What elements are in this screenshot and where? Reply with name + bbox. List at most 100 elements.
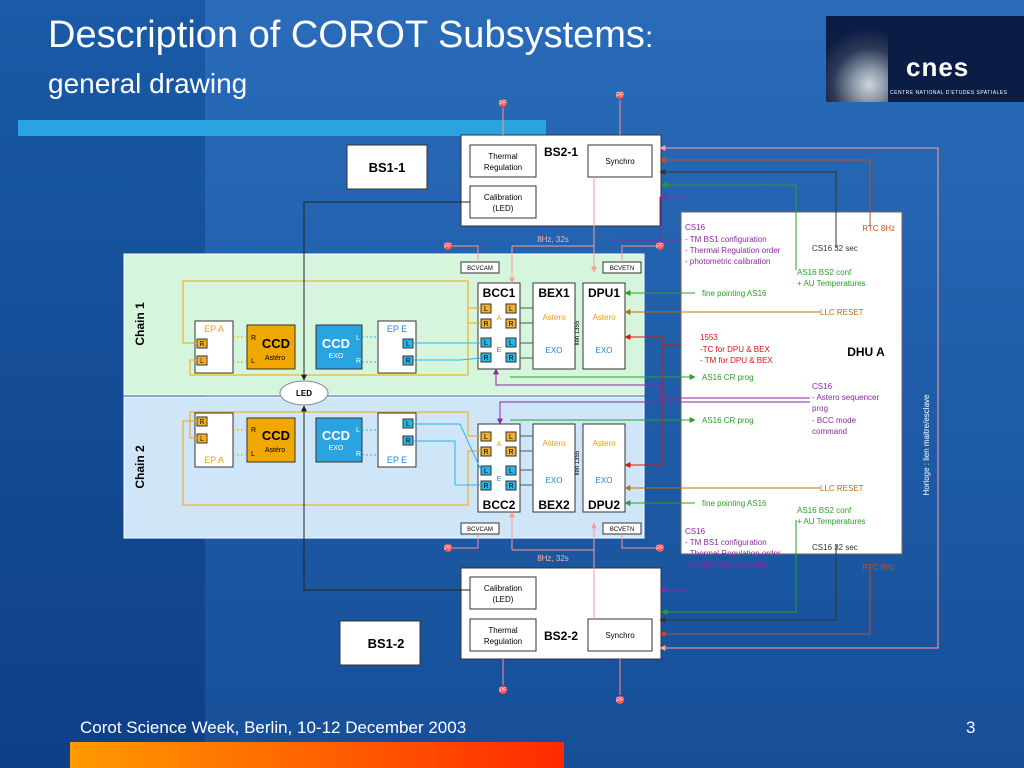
ccd-exo-1-label: CCD [322, 336, 350, 351]
ccd-astero-2-r: R [251, 427, 256, 434]
cnes-tagline: CENTRE NATIONAL D'ETUDES SPATIALES [890, 90, 1008, 96]
bex2-exo: EXO [546, 476, 563, 485]
slide-subtitle: general drawing [48, 68, 248, 99]
ccd-exo-2-r: R [356, 451, 361, 458]
bcc-mode-2 [497, 401, 810, 425]
pf-markers: PF PF PF PF PF PF PF PF [444, 91, 664, 704]
calibration-1-box [469, 185, 537, 219]
svg-text:+ AU Temperatures: + AU Temperatures [797, 517, 866, 526]
svg-text:PF: PF [656, 244, 664, 250]
bs1-2-label: BS1-2 [368, 636, 405, 651]
svg-text:- Astero sequencer: - Astero sequencer [812, 393, 879, 402]
chain2-label: Chain 2 [133, 445, 147, 489]
synchro-1-box [587, 144, 653, 178]
svg-text:AS16 BS2 conf: AS16 BS2 conf [797, 268, 852, 277]
svg-text:- Thermal Regulation order: - Thermal Regulation order [685, 549, 781, 558]
thermal-2-line2: Regulation [484, 637, 522, 646]
cs16-32s-bottom [659, 545, 837, 623]
ccd-astero-1-label: CCD [262, 336, 290, 351]
rtc-line-top [659, 157, 871, 227]
bcvcam-2-box [460, 522, 500, 535]
dpu2-astero: Astero [592, 439, 616, 448]
svg-text:PF: PF [499, 101, 507, 107]
svg-text:L: L [484, 468, 488, 475]
ep-e-2-port-l-label: L [406, 421, 410, 428]
ccd-astero-1-l: L [251, 358, 255, 365]
calib-2-line1: Calibration [484, 584, 522, 593]
svg-text:LLC RESET: LLC RESET [820, 484, 864, 493]
svg-text:R: R [483, 483, 488, 490]
cnes-logo-text: cnes [906, 52, 970, 82]
svg-text:A: A [497, 315, 502, 322]
title-stripe [18, 120, 546, 136]
synchro-2-label: Synchro [605, 631, 635, 640]
ccd-exo-2-l: L [356, 427, 360, 434]
led-feed-top [301, 201, 470, 381]
freq-label-top: 8Hz, 32s [537, 235, 569, 244]
rtc-line-bottom [659, 566, 871, 637]
bex1-exo: EXO [546, 346, 563, 355]
bex2-astero: Astero [542, 439, 566, 448]
bcvcam-1-box [460, 261, 500, 274]
svg-text:- TM BS1 configuration: - TM BS1 configuration [685, 235, 767, 244]
ep-e-1-label: EP E [387, 324, 407, 334]
svg-text:command: command [812, 427, 847, 436]
svg-text:PF: PF [616, 93, 624, 99]
calib-1-line2: (LED) [493, 204, 514, 213]
dpu2-box [582, 423, 626, 513]
ccd-astero-2-box [246, 417, 296, 463]
thermal-2-line1: Thermal [488, 626, 518, 635]
svg-text:L: L [484, 340, 488, 347]
bs2-1-label: BS2-1 [544, 145, 578, 159]
dpu1-label: DPU1 [588, 286, 620, 300]
ccd-exo-1-sub: EXO [329, 353, 344, 360]
thermal-regulation-2-box [469, 618, 537, 652]
dpu2-exo: EXO [596, 476, 613, 485]
svg-text:R: R [508, 449, 513, 456]
bcvcam-1-label: BCVCAM [467, 266, 493, 272]
freq-label-bottom: 8Hz, 32s [537, 554, 569, 563]
svg-text:AS16 CR prog: AS16 CR prog [702, 416, 754, 425]
synchro-1-label: Synchro [605, 157, 635, 166]
bcc1-ports: L R L R L R L R A E [480, 303, 517, 363]
thermal-1-line1: Thermal [488, 152, 518, 161]
svg-text:- BCC mode: - BCC mode [812, 416, 857, 425]
ccd-exo-1-r: R [356, 358, 361, 365]
bcvcam-2-label: BCVCAM [467, 527, 493, 533]
dhu-annotations: CS16 - TM BS1 configuration - Thermal Re… [685, 223, 895, 572]
bcc2-ports: L R L R L R L R A E [480, 431, 517, 491]
calib-2-line2: (LED) [493, 595, 514, 604]
bex1-astero: Astero [542, 313, 566, 322]
as16-green-bottom [661, 520, 797, 615]
svg-text:+ AU Temperatures: + AU Temperatures [797, 279, 866, 288]
svg-text:- Thermal Regulation order: - Thermal Regulation order [685, 246, 781, 255]
as16-green-top [661, 182, 797, 270]
ccd-astero-1-sub: Astéro [265, 355, 285, 362]
svg-text:AS16 CR prog: AS16 CR prog [702, 373, 754, 382]
dhu-box [680, 211, 903, 555]
svg-text:1553: 1553 [700, 333, 718, 342]
dpu1-astero: Astero [592, 313, 616, 322]
bcvetn-1-label: BCVETN [610, 266, 634, 272]
ccd-astero-2-label: CCD [262, 428, 290, 443]
satellite-photo [826, 16, 888, 102]
chain1-label: Chain 1 [133, 302, 147, 346]
dpu1-exo: EXO [596, 346, 613, 355]
ccd-exo-2-label: CCD [322, 428, 350, 443]
ep-e-1-port-l-label: L [406, 341, 410, 348]
bcc1-label: BCC1 [483, 286, 516, 300]
calib-1-line1: Calibration [484, 193, 522, 202]
bex1-label: BEX1 [538, 286, 570, 300]
svg-text:-TC for DPU & BEX: -TC for DPU & BEX [700, 345, 770, 354]
svg-text:LLC RESET: LLC RESET [820, 308, 864, 317]
calibration-2-box [469, 576, 537, 610]
bs1-2-box [339, 620, 421, 666]
ccd-exo-2-box [315, 417, 363, 463]
svg-text:PF: PF [444, 244, 452, 250]
slide-title: Description of COROT Subsystems: [48, 14, 654, 56]
chain-wires [182, 280, 533, 506]
ccd-exo-1-l: L [356, 335, 360, 342]
svg-text:AS16 BS2 conf: AS16 BS2 conf [797, 506, 852, 515]
svg-text:E: E [497, 347, 502, 354]
ccd-astero-1-r: R [251, 335, 256, 342]
